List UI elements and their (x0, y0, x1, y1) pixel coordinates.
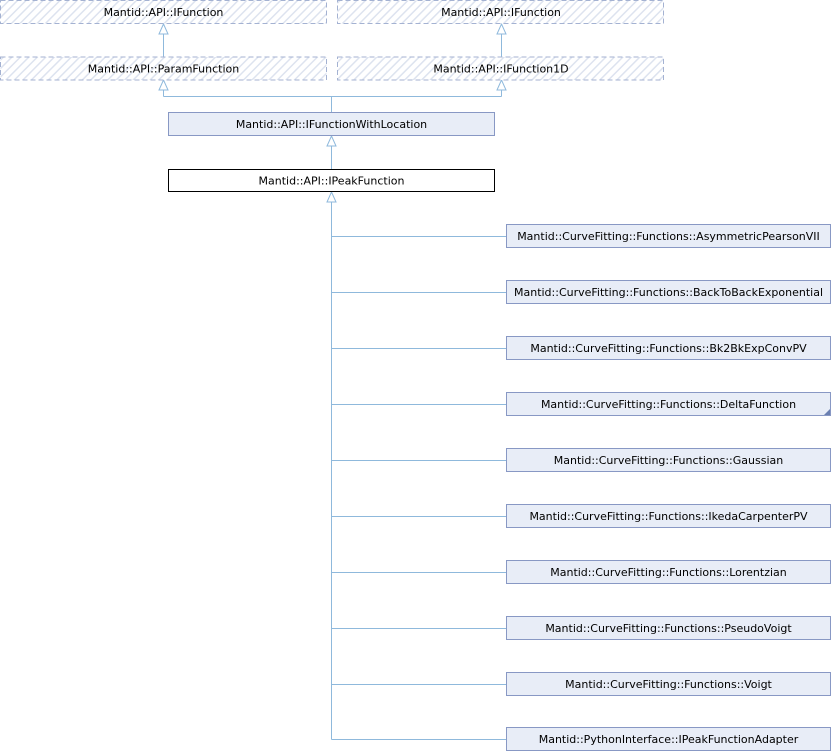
node-bk2bk-exp-conv-pv[interactable]: Mantid::CurveFitting::Functions::Bk2BkEx… (506, 336, 831, 360)
arrowhead-ifunction-right (496, 22, 507, 35)
node-label: Mantid::CurveFitting::Functions::Bk2BkEx… (530, 342, 807, 355)
node-label: Mantid::CurveFitting::Functions::Gaussia… (554, 454, 783, 467)
node-param-function[interactable]: Mantid::API::ParamFunction (0, 56, 327, 81)
node-delta-function[interactable]: Mantid::CurveFitting::Functions::DeltaFu… (506, 392, 831, 416)
node-label: Mantid::CurveFitting::Functions::BackToB… (514, 286, 823, 299)
node-ipeak-function: Mantid::API::IPeakFunction (168, 169, 495, 192)
node-label: Mantid::API::IPeakFunction (259, 175, 405, 188)
node-gaussian[interactable]: Mantid::CurveFitting::Functions::Gaussia… (506, 448, 831, 472)
node-label: Mantid::CurveFitting::Functions::PseudoV… (545, 622, 792, 635)
node-label: Mantid::API::IFunction (104, 6, 224, 19)
node-label: Mantid::API::IFunction (441, 6, 561, 19)
arrowhead-ipeak-function (326, 190, 337, 203)
node-lorentzian[interactable]: Mantid::CurveFitting::Functions::Lorentz… (506, 560, 831, 584)
node-ikeda-carpenter-pv[interactable]: Mantid::CurveFitting::Functions::IkedaCa… (506, 504, 831, 528)
node-label: Mantid::CurveFitting::Functions::Asymmet… (517, 230, 820, 243)
node-label: Mantid::API::IFunctionWithLocation (236, 118, 427, 131)
arrowhead-ifunction-left (158, 22, 169, 35)
node-asymmetric-pearson-vii[interactable]: Mantid::CurveFitting::Functions::Asymmet… (506, 224, 831, 248)
node-ifunction-right[interactable]: Mantid::API::IFunction (337, 0, 664, 24)
node-pseudo-voigt[interactable]: Mantid::CurveFitting::Functions::PseudoV… (506, 616, 831, 640)
arrowhead-param-function (158, 78, 169, 91)
inheritance-edges (163, 30, 506, 740)
arrowhead-ifunction1d (496, 78, 507, 91)
edge-arrowheads (158, 22, 507, 203)
node-label: Mantid::API::IFunction1D (433, 63, 568, 76)
node-label: Mantid::CurveFitting::Functions::IkedaCa… (529, 510, 808, 523)
node-back-to-back-exponential[interactable]: Mantid::CurveFitting::Functions::BackToB… (506, 280, 831, 304)
node-label: Mantid::CurveFitting::Functions::Lorentz… (550, 566, 787, 579)
arrowhead-ifunction-with-location (326, 134, 337, 147)
node-voigt[interactable]: Mantid::CurveFitting::Functions::Voigt (506, 672, 831, 696)
node-ifunction-with-location[interactable]: Mantid::API::IFunctionWithLocation (168, 112, 495, 136)
node-ipeak-function-adapter[interactable]: Mantid::PythonInterface::IPeakFunctionAd… (506, 727, 831, 751)
node-label: Mantid::CurveFitting::Functions::Voigt (565, 678, 772, 691)
node-ifunction-left[interactable]: Mantid::API::IFunction (0, 0, 327, 24)
more-children-marker-icon (824, 409, 830, 415)
node-label: Mantid::PythonInterface::IPeakFunctionAd… (539, 733, 799, 746)
node-label: Mantid::API::ParamFunction (88, 63, 239, 76)
node-ifunction1d[interactable]: Mantid::API::IFunction1D (337, 56, 664, 81)
node-label: Mantid::CurveFitting::Functions::DeltaFu… (541, 398, 796, 411)
